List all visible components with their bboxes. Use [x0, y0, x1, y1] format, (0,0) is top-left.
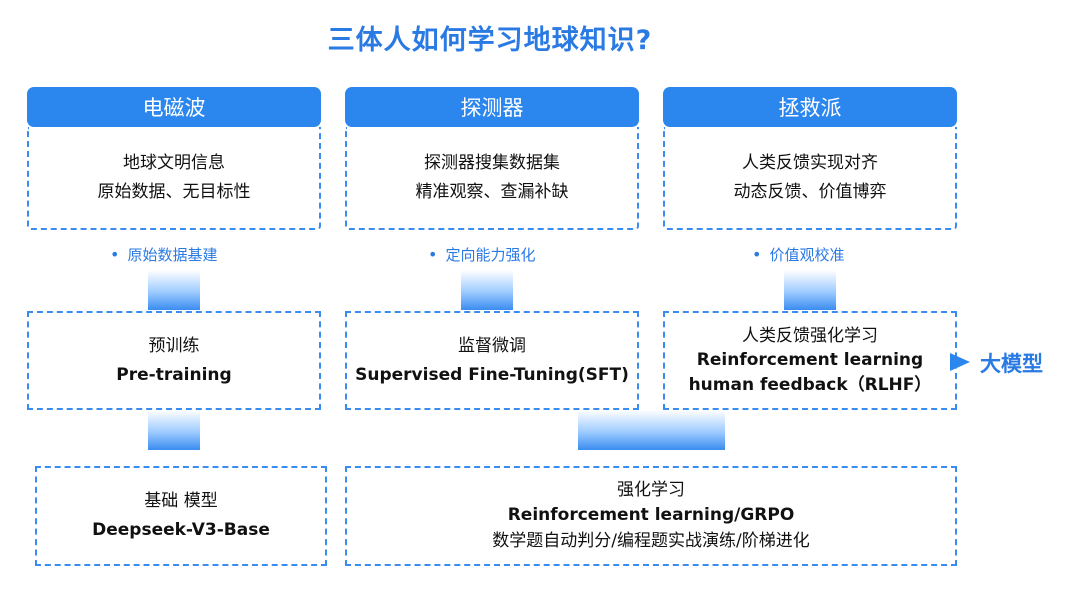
rl-label-en: Reinforcement learning/GRPO: [507, 505, 795, 526]
gradient-connector: [148, 270, 200, 310]
stage-box-rlhf: 人类反馈强化学习 Reinforcement learning human fe…: [663, 311, 957, 410]
gradient-connector: [784, 270, 836, 310]
stage-box-sft: 监督微调 Supervised Fine-Tuning(SFT): [345, 311, 639, 410]
gradient-connector-wide: [578, 410, 725, 450]
tag-targeted-capability: • 定向能力强化: [428, 244, 535, 265]
stage-label-zh: 预训练: [148, 335, 200, 356]
description-line: 探测器搜集数据集: [424, 152, 560, 173]
output-label-large-model: 大模型: [980, 352, 1043, 376]
rl-label-zh: 强化学习: [617, 479, 685, 500]
tag-raw-data: • 原始数据基建: [110, 244, 217, 265]
stage-label-en: Pre-training: [116, 364, 232, 385]
arrow-right-icon: [950, 353, 970, 371]
bullet-dot-icon: •: [428, 245, 438, 264]
tag-label: 原始数据基建: [127, 246, 218, 264]
rl-box: 强化学习 Reinforcement learning/GRPO 数学题自动判分…: [345, 466, 957, 566]
description-line: 地球文明信息: [123, 152, 225, 173]
bullet-dot-icon: •: [752, 245, 762, 264]
tag-label: 价值观校准: [769, 246, 845, 264]
base-model-en: Deepseek-V3-Base: [92, 520, 270, 540]
base-model-box: 基础 模型 Deepseek-V3-Base: [35, 466, 327, 566]
stage-label-en: Supervised Fine-Tuning(SFT): [355, 364, 629, 385]
stage-label-en-line2: human feedback（RLHF）: [688, 374, 932, 395]
column-header-rescue: 拯救派: [663, 87, 957, 127]
base-model-zh: 基础 模型: [144, 491, 218, 512]
description-line: 精准观察、查漏补缺: [415, 181, 569, 202]
description-line: 原始数据、无目标性: [97, 181, 251, 202]
column-header-electromagnetic: 电磁波: [27, 87, 321, 127]
stage-box-pretraining: 预训练 Pre-training: [27, 311, 321, 410]
stage-label-en-line1: Reinforcement learning: [696, 350, 924, 371]
column-description-probe: 探测器搜集数据集 精准观察、查漏补缺: [345, 127, 639, 230]
tag-label: 定向能力强化: [445, 246, 536, 264]
description-line: 动态反馈、价值博弈: [733, 181, 887, 202]
column-header-probe: 探测器: [345, 87, 639, 127]
stage-label-zh: 监督微调: [458, 335, 526, 356]
column-description-electromagnetic: 地球文明信息 原始数据、无目标性: [27, 127, 321, 230]
column-description-rescue: 人类反馈实现对齐 动态反馈、价值博弈: [663, 127, 957, 230]
bullet-dot-icon: •: [110, 245, 120, 264]
stage-label-zh: 人类反馈强化学习: [742, 325, 878, 346]
gradient-connector: [461, 270, 513, 310]
page-title: 三体人如何学习地球知识?: [327, 25, 653, 56]
description-line: 人类反馈实现对齐: [742, 152, 878, 173]
tag-value-calibration: • 价值观校准: [752, 244, 844, 265]
rl-description: 数学题自动判分/编程题实战演练/阶梯进化: [492, 530, 810, 551]
gradient-connector: [148, 410, 200, 450]
